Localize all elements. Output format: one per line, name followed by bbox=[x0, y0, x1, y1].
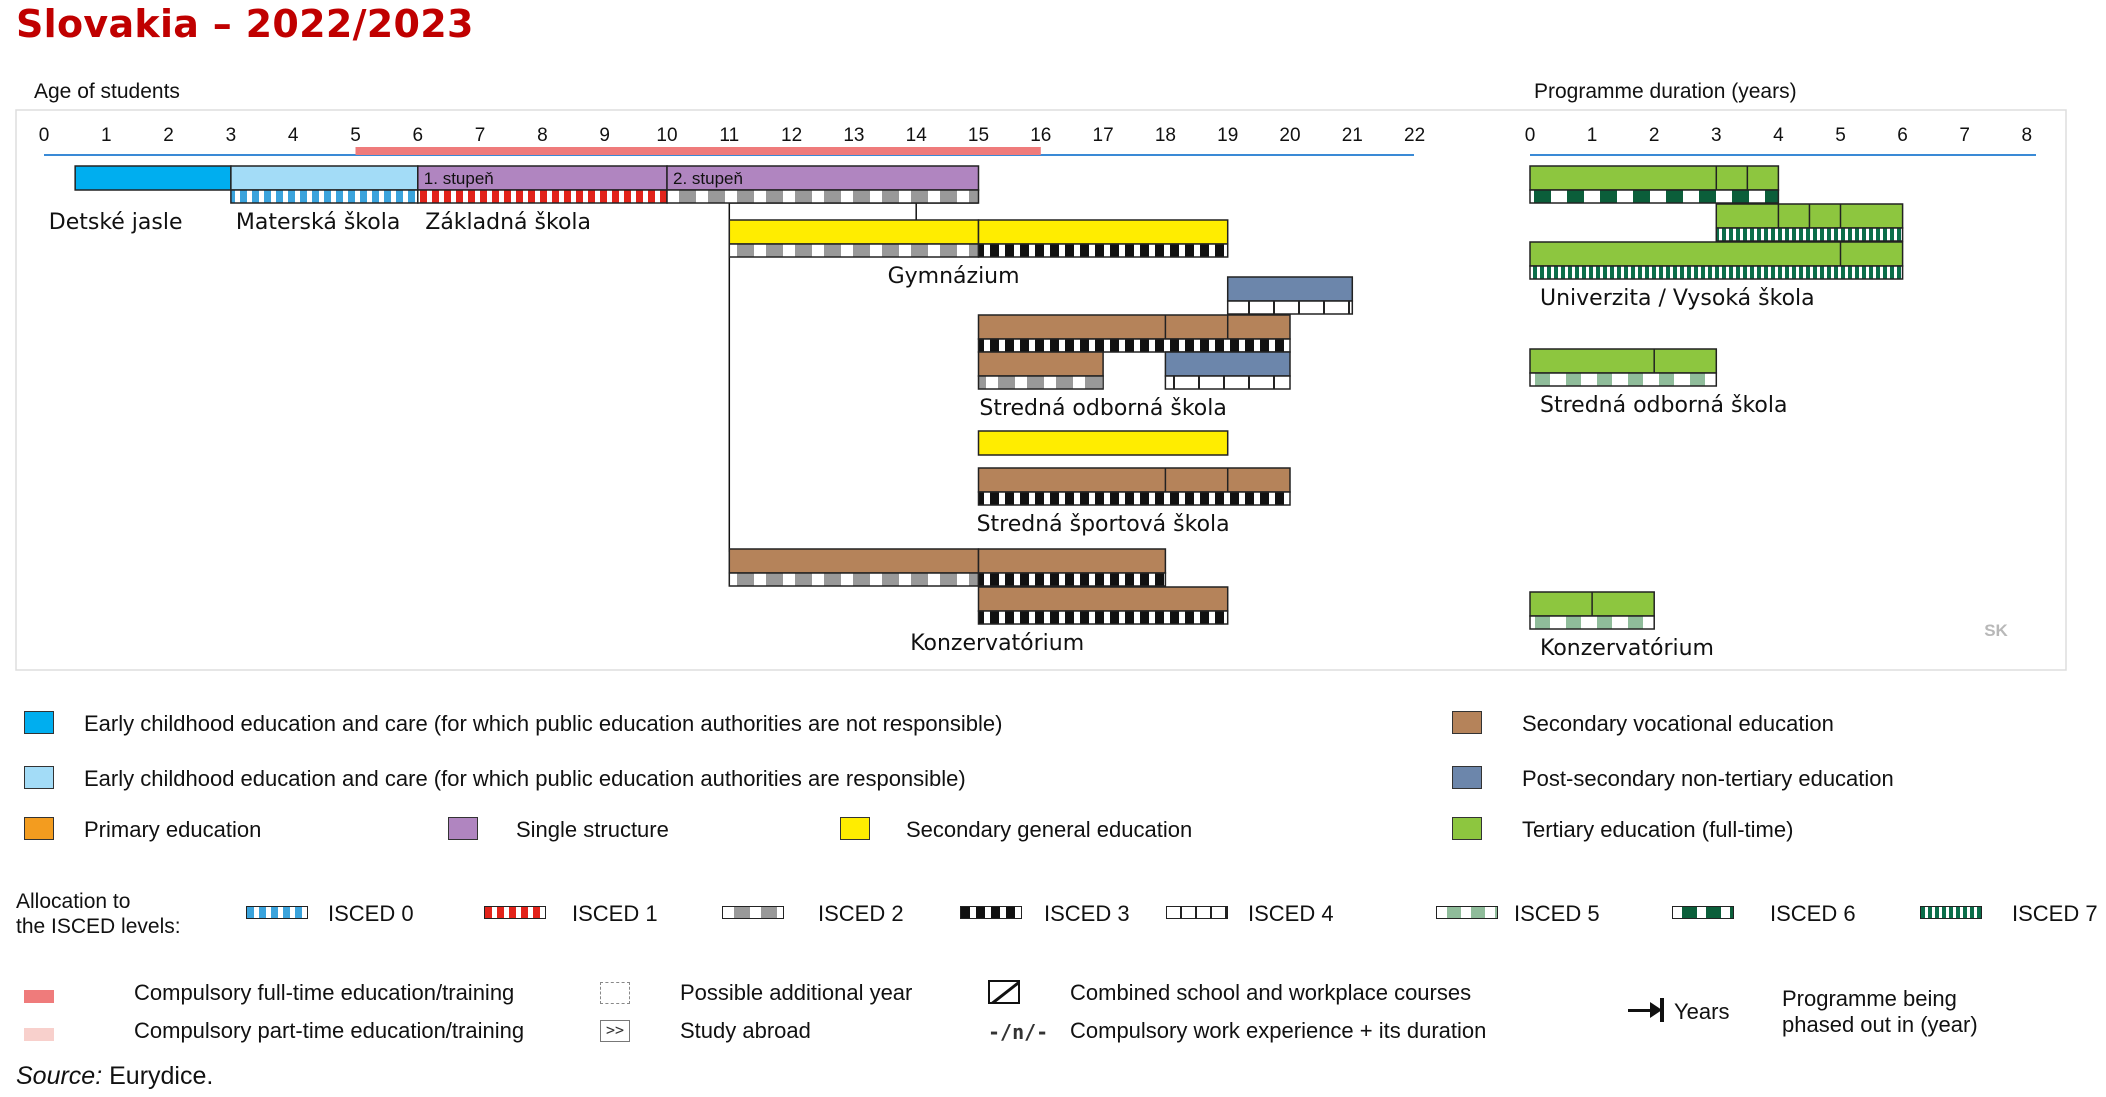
isced-strip-3 bbox=[666, 189, 980, 204]
age-tick-12: 12 bbox=[781, 125, 802, 146]
programme-label-3: Gymnázium bbox=[888, 264, 1020, 289]
duration-bar-0 bbox=[1529, 165, 1780, 191]
chart-frame bbox=[15, 109, 2067, 671]
programme-bar-8 bbox=[977, 351, 1104, 377]
isced-strip-1 bbox=[230, 189, 419, 204]
programme-bar-4 bbox=[728, 219, 980, 245]
age-tick-7: 7 bbox=[475, 125, 486, 146]
duration-tick-2: 2 bbox=[1649, 125, 1660, 146]
duration-tick-3: 3 bbox=[1711, 125, 1722, 146]
duration-isced-strip-3 bbox=[1529, 372, 1718, 387]
duration-label-0: Univerzita / Vysoká škola bbox=[1540, 286, 1815, 311]
age-tick-4: 4 bbox=[288, 125, 299, 146]
programme-bar-3 bbox=[666, 165, 980, 191]
programme-label-4: Stredná odborná škola bbox=[979, 396, 1226, 421]
duration-tick-6: 6 bbox=[1897, 125, 1908, 146]
age-tick-9: 9 bbox=[599, 125, 610, 146]
programme-bar-13 bbox=[977, 548, 1167, 574]
duration-bar-2 bbox=[1529, 241, 1904, 267]
age-tick-5: 5 bbox=[350, 125, 361, 146]
isced-strip-7 bbox=[977, 338, 1291, 353]
duration-tick-0: 0 bbox=[1525, 125, 1536, 146]
age-tick-20: 20 bbox=[1279, 125, 1300, 146]
duration-tick-8: 8 bbox=[2022, 125, 2033, 146]
duration-bar-3 bbox=[1529, 348, 1718, 374]
programme-bar-11 bbox=[977, 467, 1291, 493]
duration-isced-strip-1 bbox=[1715, 227, 1904, 242]
duration-tick-4: 4 bbox=[1773, 125, 1784, 146]
programme-label-2: Základná škola bbox=[425, 210, 591, 235]
duration-axis-title: Programme duration (years) bbox=[1534, 80, 1797, 103]
programme-bar-6 bbox=[1226, 276, 1354, 302]
programme-label-5: Stredná športová škola bbox=[977, 512, 1230, 537]
age-tick-17: 17 bbox=[1093, 125, 1114, 146]
isced-strip-2 bbox=[417, 189, 668, 204]
age-tick-3: 3 bbox=[226, 125, 237, 146]
isced-strip-6 bbox=[1226, 300, 1354, 315]
age-tick-6: 6 bbox=[413, 125, 424, 146]
programme-bar-1 bbox=[230, 165, 419, 191]
programme-bar-7 bbox=[977, 314, 1291, 340]
age-tick-0: 0 bbox=[39, 125, 50, 146]
age-tick-1: 1 bbox=[101, 125, 112, 146]
duration-tick-5: 5 bbox=[1835, 125, 1846, 146]
age-tick-21: 21 bbox=[1342, 125, 1363, 146]
age-tick-14: 14 bbox=[906, 125, 928, 146]
age-tick-11: 11 bbox=[719, 125, 739, 146]
isced-strip-12 bbox=[728, 572, 980, 587]
age-tick-19: 19 bbox=[1217, 125, 1238, 146]
age-tick-16: 16 bbox=[1030, 125, 1051, 146]
age-tick-18: 18 bbox=[1155, 125, 1176, 146]
duration-isced-strip-2 bbox=[1529, 265, 1904, 280]
programme-bar-12 bbox=[728, 548, 980, 574]
duration-label-1: Stredná odborná škola bbox=[1540, 393, 1787, 418]
age-tick-10: 10 bbox=[656, 125, 677, 146]
stage-label-2: 2. stupeň bbox=[673, 169, 743, 188]
programme-bar-10 bbox=[977, 430, 1229, 456]
page-title: Slovakia – 2022/2023 bbox=[16, 2, 474, 46]
age-tick-8: 8 bbox=[537, 125, 548, 146]
isced-strip-4 bbox=[728, 243, 980, 258]
isced-strip-5 bbox=[977, 243, 1229, 258]
programme-bar-5 bbox=[977, 219, 1229, 245]
programme-label-1: Materská škola bbox=[236, 210, 400, 235]
age-tick-13: 13 bbox=[843, 125, 864, 146]
age-tick-22: 22 bbox=[1404, 125, 1425, 146]
country-code: SK bbox=[1984, 621, 2008, 640]
duration-isced-strip-4 bbox=[1529, 615, 1655, 630]
age-tick-15: 15 bbox=[968, 125, 989, 146]
isced-strip-8 bbox=[977, 375, 1104, 390]
programme-label-0: Detské jasle bbox=[49, 210, 183, 235]
stage-label-1: 1. stupeň bbox=[424, 169, 494, 188]
programme-bar-0 bbox=[74, 165, 232, 191]
duration-isced-strip-0 bbox=[1529, 189, 1780, 204]
compulsory-education-bar bbox=[355, 147, 1041, 155]
age-axis-title: Age of students bbox=[34, 80, 180, 103]
age-tick-2: 2 bbox=[163, 125, 174, 146]
duration-tick-1: 1 bbox=[1587, 125, 1598, 146]
duration-label-2: Konzervatórium bbox=[1540, 636, 1714, 661]
isced-strip-13 bbox=[977, 572, 1167, 587]
programme-bar-14 bbox=[977, 586, 1229, 612]
isced-strip-9 bbox=[1164, 375, 1291, 390]
isced-strip-11 bbox=[977, 491, 1291, 506]
programme-label-6: Konzervatórium bbox=[910, 631, 1084, 656]
duration-tick-7: 7 bbox=[1959, 125, 1970, 146]
isced-strip-14 bbox=[977, 610, 1229, 625]
programme-bar-9 bbox=[1164, 351, 1291, 377]
